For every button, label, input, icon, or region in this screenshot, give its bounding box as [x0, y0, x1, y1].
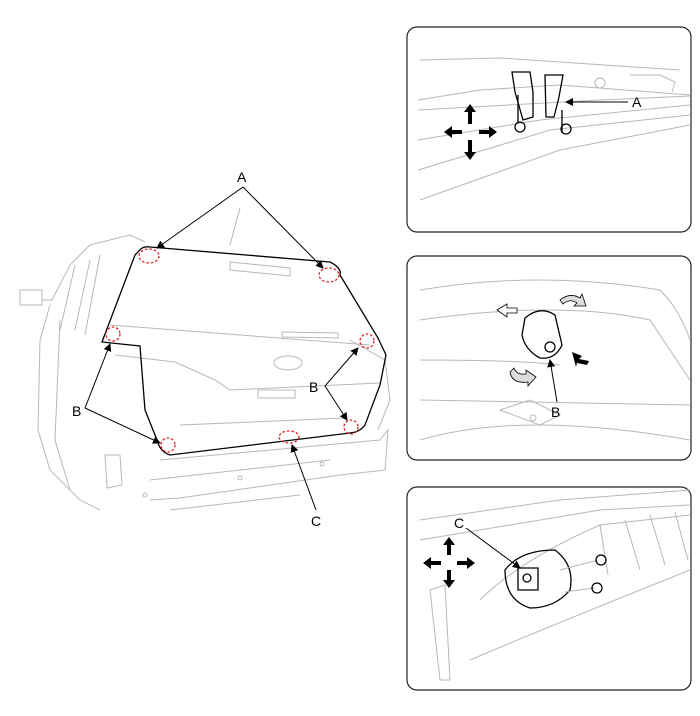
panel-label-c: C: [454, 515, 464, 531]
bumper-marker: [105, 326, 121, 342]
bumper-marker: [160, 437, 176, 453]
panel-label-b: B: [551, 404, 560, 420]
clip-markers: [105, 248, 375, 453]
bumper-marker: [343, 419, 359, 435]
detail-panel-bumper: B: [406, 255, 692, 461]
panel-label-a: A: [632, 94, 642, 110]
detail-panel-striker: C: [406, 486, 692, 691]
adjust-direction-icon: [444, 104, 497, 160]
striker-marker: [278, 430, 300, 444]
detail-panel-hinge: A: [406, 26, 692, 233]
vehicle-rear-view: [19, 207, 391, 511]
bumper-marker: [359, 333, 375, 349]
callout-label-b-right: B: [309, 379, 318, 395]
callout-arrows: [84, 186, 359, 511]
adjust-direction-icon: [423, 537, 475, 588]
callout-label-a: A: [237, 169, 247, 185]
hinge-marker: [318, 267, 340, 283]
tailgate-outline: [101, 246, 387, 456]
callout-label-b-left: B: [72, 403, 81, 419]
hinge-marker: [138, 248, 160, 264]
callout-label-c: C: [311, 513, 321, 529]
